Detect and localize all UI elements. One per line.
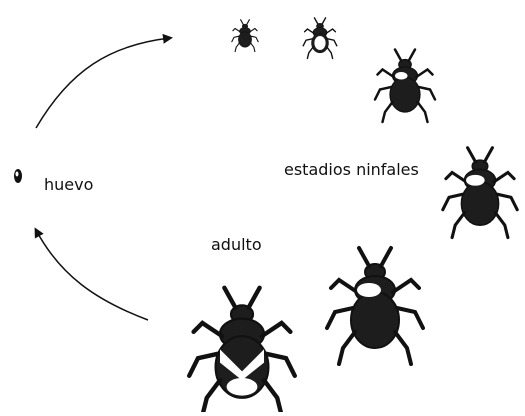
egg-label: huevo bbox=[44, 175, 93, 194]
nymph-bug-icon bbox=[443, 148, 517, 238]
nymph-bug-icon bbox=[327, 248, 423, 364]
adult-bug-icon bbox=[189, 288, 295, 412]
nymph-bug-icon bbox=[232, 20, 258, 52]
arrow-egg-to-nymph bbox=[36, 38, 170, 128]
nymph-bug-icon bbox=[375, 50, 435, 123]
nymph-bug-icon bbox=[303, 18, 337, 59]
nymph-stages-label: estadios ninfales bbox=[284, 160, 419, 179]
arrow-adult-to-egg bbox=[36, 230, 148, 320]
adult-label: adulto bbox=[211, 235, 262, 254]
egg-icon bbox=[14, 169, 22, 183]
